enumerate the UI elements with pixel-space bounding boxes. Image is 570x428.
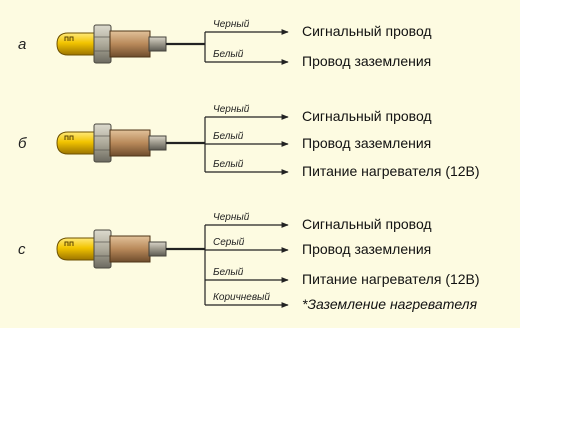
wire-color-label: Черный [213,19,250,30]
sensor-body [109,235,151,263]
wire-function-label: Сигнальный провод [302,108,432,124]
wire-color-label: Черный [213,212,250,223]
variant-label: б [18,135,27,152]
hex-nut [93,229,112,269]
variant-label: а [18,36,26,53]
wire-function-label: Питание нагревателя (12В) [302,163,480,179]
wire-color-label: Коричневый [213,292,270,303]
wire-function-label: Сигнальный провод [302,23,432,39]
sensor-tip-slots [64,241,74,246]
wire-color-label: Серый [213,237,245,248]
sensor-tip [56,237,97,261]
oxygen-sensor-2 [56,123,167,163]
hex-nut [93,24,112,64]
sensor-tip-slots [64,36,74,41]
sensor-body [109,129,151,157]
wire-color-label: Белый [213,49,244,60]
sensor-cap [148,241,167,257]
sensor-cap [148,36,167,52]
variant-label: с [18,241,26,258]
wire-function-label: Питание нагревателя (12В) [302,271,480,287]
wire-color-label: Черный [213,104,250,115]
oxygen-sensor-1 [56,24,167,64]
wire-color-label: Белый [213,159,244,170]
wire-function-label: Провод заземления [302,135,431,151]
sensor-body [109,30,151,58]
wire-color-label: Белый [213,131,244,142]
sensor-tip [56,131,97,155]
wire-function-label: Провод заземления [302,53,431,69]
hex-nut [93,123,112,163]
wire-function-label: Провод заземления [302,241,431,257]
wire-color-label: Белый [213,267,244,278]
wire-function-label: *Заземление нагревателя [302,296,478,312]
sensor-tip [56,32,97,56]
sensor-tip-slots [64,135,74,140]
sensor-cap [148,135,167,151]
wire-function-label: Сигнальный провод [302,216,432,232]
oxygen-sensor-3 [56,229,167,269]
